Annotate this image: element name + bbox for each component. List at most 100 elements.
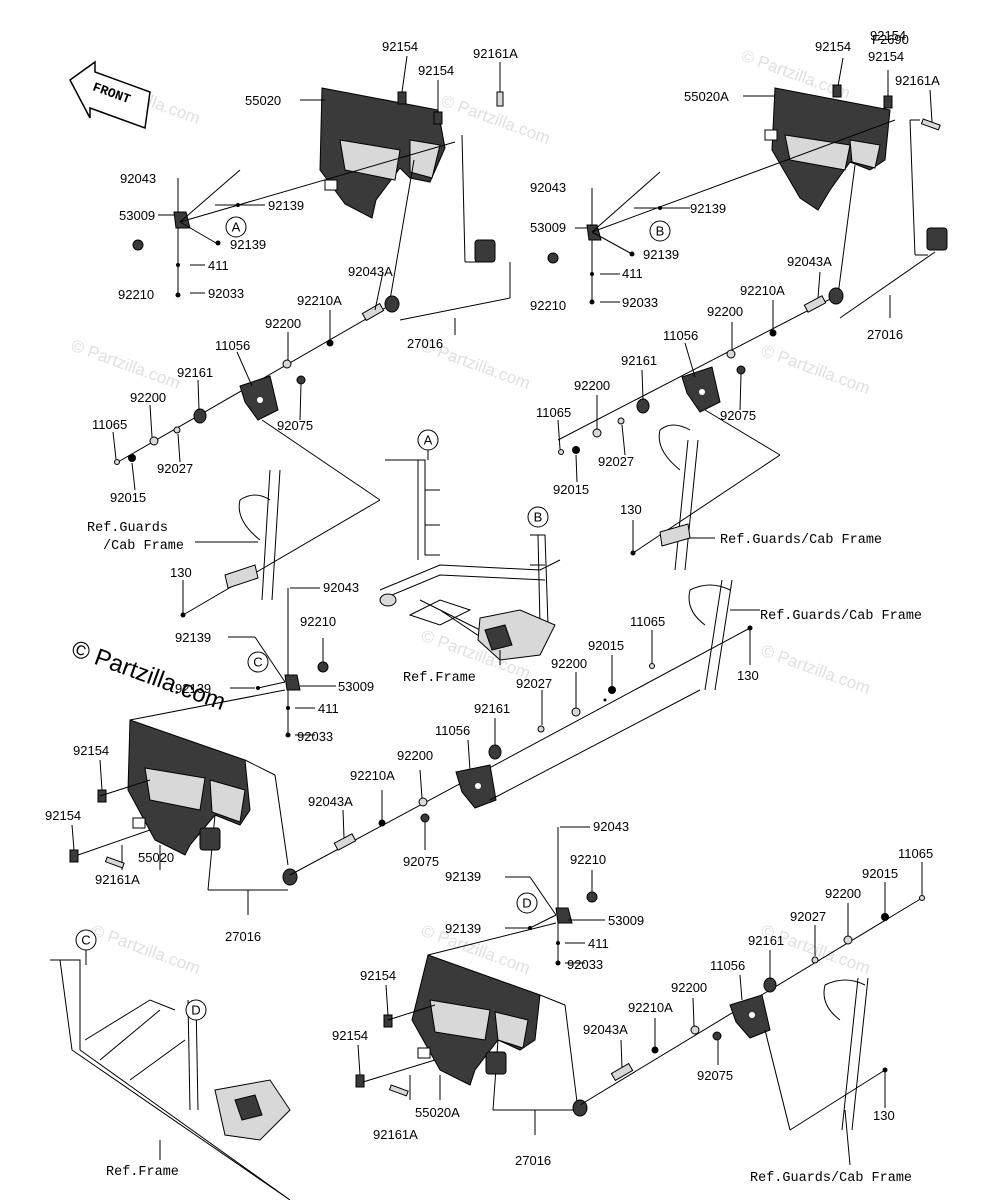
part-label: 92139 [175,681,211,696]
part-label: 11065 [536,405,571,420]
part-label: 11065 [898,846,933,861]
callout-d: D [522,896,531,911]
part-label: 92075 [720,408,756,423]
part-label: 92027 [516,676,552,691]
part-label: 92043A [583,1022,628,1037]
ref-label: Ref.Guards/Cab Frame [750,1171,912,1186]
part-label: 92139 [643,247,679,262]
part-label: 92043A [308,794,353,809]
part-label: 92154 [870,28,906,43]
callout-a: A [232,220,241,235]
ref-label: Ref.Frame [106,1165,179,1180]
part-label: 130 [737,668,759,683]
callouts: A B A B C D C D [75,216,671,1021]
front-arrow: FRONT [69,60,151,130]
part-label: 27016 [225,929,261,944]
part-label: 92033 [297,729,333,744]
part-label: 92210 [570,852,606,867]
part-label: 92161 [474,701,510,716]
callout-b: B [534,510,543,525]
part-label: 92210A [350,768,395,783]
part-label: 92139 [445,869,481,884]
part-label: 411 [208,258,229,273]
part-label: 27016 [515,1153,551,1168]
part-label: 92161A [895,73,940,88]
part-labels: 92154 92154 92161A 55020 92043 53009 921… [45,28,940,1186]
part-label: 92043A [348,264,393,279]
part-label: 92015 [110,490,146,505]
part-label: 92043 [530,180,566,195]
part-label: 92200 [707,304,743,319]
part-label: 92033 [622,295,658,310]
part-label: 130 [873,1108,895,1123]
part-label: 92033 [567,957,603,972]
part-label: 130 [170,565,192,580]
part-label: 92161A [95,872,140,887]
part-label: 92015 [862,866,898,881]
part-label: 92027 [598,454,634,469]
callout-a: A [424,433,433,448]
part-label: 92154 [45,808,81,823]
part-label: 53009 [338,679,374,694]
part-label: 92027 [790,909,826,924]
part-label: 92200 [265,316,301,331]
part-label: 92139 [690,201,726,216]
part-label: 411 [588,936,609,951]
part-label: 92210 [300,614,336,629]
ref-label: Ref.Guards/Cab Frame [760,609,922,624]
part-label: 92139 [445,921,481,936]
part-label: 92200 [130,390,166,405]
part-label: 55020A [684,89,729,104]
part-label: 92154 [360,968,396,983]
part-label: 55020 [245,93,281,108]
part-label: 92161 [748,933,784,948]
part-label: 92075 [277,418,313,433]
part-label: 92043 [593,819,629,834]
part-label: 92200 [574,378,610,393]
part-label: 53009 [530,220,566,235]
assembly-top-right [547,57,948,571]
part-label: 411 [318,701,339,716]
part-label: 11065 [630,614,665,629]
part-label: 55020 [138,850,174,865]
part-label: 92015 [553,482,589,497]
watermark: © Partzilla.com [759,921,873,978]
watermark-main: © Partzilla.com [68,635,229,716]
part-label: 92210A [740,283,785,298]
part-label: 92075 [403,854,439,869]
part-label: 55020A [415,1105,460,1120]
part-label: 92200 [397,748,433,763]
part-label: 92043A [787,254,832,269]
part-label: 92154 [815,39,851,54]
frame-lower-left [50,950,291,1200]
assembly-mid-left [69,579,760,915]
part-label: 92075 [697,1068,733,1083]
part-label: 92027 [157,461,193,476]
part-label: 411 [622,266,643,281]
watermark: © Partzilla.com [759,641,873,698]
part-label: 92210 [118,287,154,302]
callout-b: B [656,224,665,239]
part-label: 92161 [177,365,213,380]
part-label: 53009 [119,208,155,223]
part-label: 92161 [621,353,657,368]
part-label: 27016 [407,336,443,351]
figure-code: F2690 [872,32,909,47]
part-label: 92033 [208,286,244,301]
ref-label: /Cab Frame [103,539,184,554]
callout-d: D [191,1003,200,1018]
part-label: 92210A [628,1000,673,1015]
part-label: 130 [620,502,642,517]
part-label: 92139 [230,237,266,252]
part-label: 11056 [663,328,698,343]
part-label: 92200 [825,886,861,901]
part-label: 53009 [608,913,644,928]
ref-label: Ref.Guards [87,521,168,536]
part-label: 92161A [373,1127,418,1142]
part-label: 92043 [323,580,359,595]
callout-c: C [253,655,262,670]
part-label: 11065 [92,417,127,432]
ref-label: Ref.Frame [403,671,476,686]
part-label: 92161A [473,46,518,61]
